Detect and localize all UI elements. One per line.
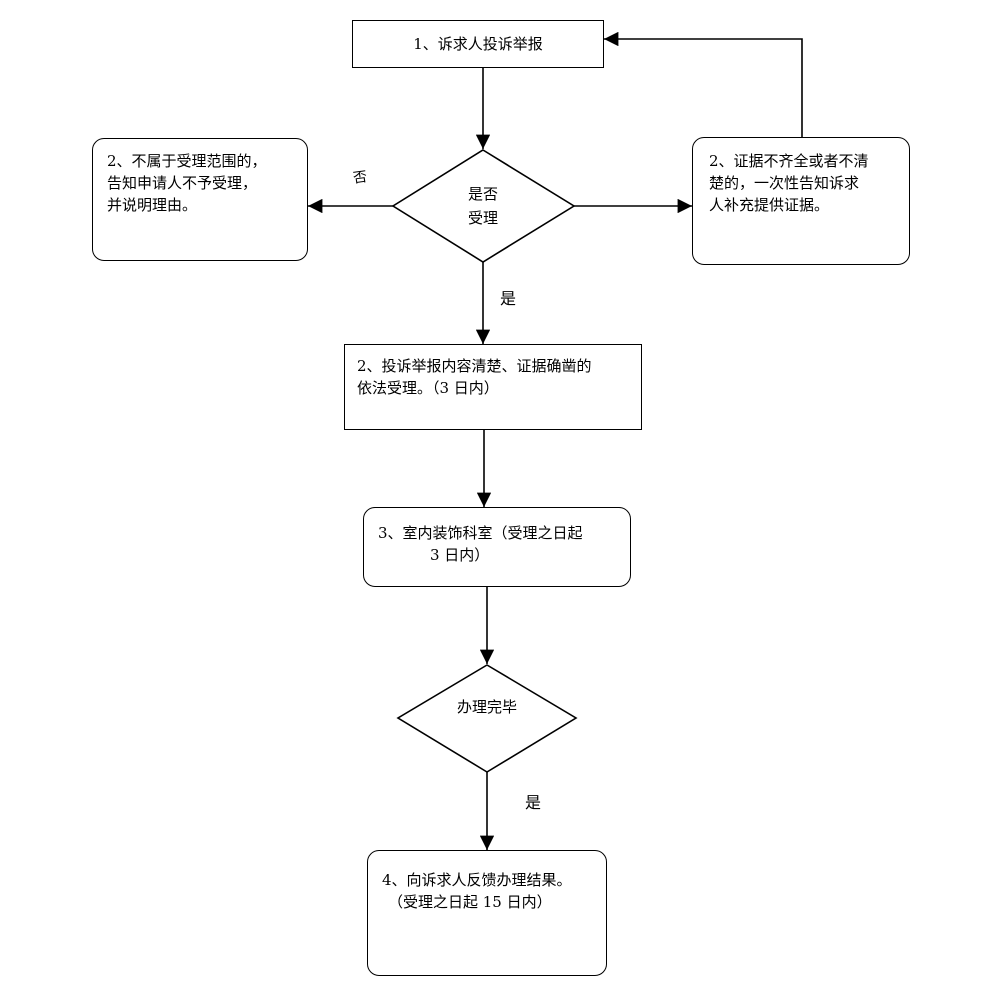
node-reject: 2、不属于受理范围的， 告知申请人不予受理， 并说明理由。 <box>92 138 308 261</box>
node-reject-line-2: 告知申请人不予受理， <box>107 174 258 192</box>
node-feedback: 4、向诉求人反馈办理结果。 （受理之日起 15 日内） <box>367 850 607 976</box>
node-supplement-line-2: 楚的，一次性告知诉求 <box>709 174 860 192</box>
node-start: 1、诉求人投诉举报 <box>352 20 604 68</box>
node-accept-line-1: 2、投诉举报内容清楚、证据确凿的 <box>357 357 592 375</box>
edge-label-yes-done: 是 <box>525 793 542 812</box>
node-office: 3、室内装饰科室（受理之日起 3 日内） <box>363 507 631 587</box>
node-reject-line-1: 2、不属于受理范围的， <box>107 152 267 170</box>
node-done-check-line-1: 办理完毕 <box>456 698 517 716</box>
node-office-line-1: 3、室内装饰科室（受理之日起 <box>378 524 583 542</box>
node-supplement-line-1: 2、证据不齐全或者不清 <box>709 152 869 170</box>
edge-label-no: 否 <box>352 169 369 187</box>
node-decision-text: 是否 受理 <box>433 182 533 230</box>
edge-label-yes-accept: 是 <box>500 289 517 308</box>
node-start-line-1: 1、诉求人投诉举报 <box>413 35 543 53</box>
node-feedback-line-2: （受理之日起 15 日内） <box>388 893 552 911</box>
node-office-line-2: 3 日内） <box>430 546 490 564</box>
node-accept-line-2: 依法受理。（3 日内） <box>357 379 499 397</box>
node-feedback-line-1: 4、向诉求人反馈办理结果。 <box>382 871 572 889</box>
node-accept: 2、投诉举报内容清楚、证据确凿的 依法受理。（3 日内） <box>344 344 642 430</box>
node-decision-line-2: 受理 <box>467 209 498 227</box>
node-supplement: 2、证据不齐全或者不清 楚的，一次性告知诉求 人补充提供证据。 <box>692 137 910 265</box>
node-done-check-text: 办理完毕 <box>437 696 537 718</box>
node-supplement-line-3: 人补充提供证据。 <box>709 196 830 214</box>
arrow-supplement-to-start <box>604 31 803 137</box>
node-decision-line-1: 是否 <box>467 185 498 203</box>
node-reject-line-3: 并说明理由。 <box>107 196 198 214</box>
done-check-diamond <box>396 664 578 773</box>
